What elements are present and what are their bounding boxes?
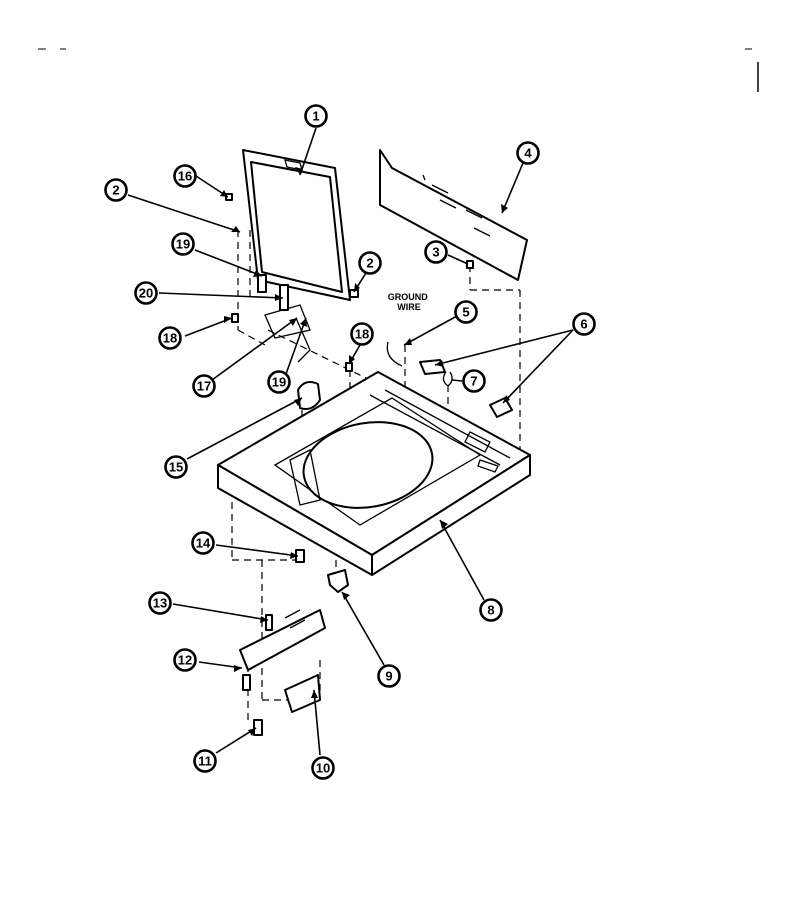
- screw-part-3: [466, 260, 474, 269]
- callout-1: 1: [304, 104, 328, 128]
- svg-text:5: 5: [462, 305, 469, 320]
- ground-wire-part: [386, 341, 403, 367]
- svg-text:9: 9: [385, 669, 392, 684]
- callout-10: 10: [311, 756, 335, 780]
- svg-text:7: 7: [470, 374, 477, 389]
- callout-12: 12: [173, 648, 197, 672]
- ground-wire-label: GROUND WIRE: [388, 292, 431, 312]
- lid-switch-part: [297, 381, 321, 410]
- svg-text:12: 12: [178, 653, 192, 668]
- svg-text:2: 2: [366, 256, 373, 271]
- screw-part-18-right: [345, 362, 353, 372]
- svg-text:20: 20: [139, 286, 153, 301]
- clip-part-7: [442, 371, 453, 387]
- console-panel-part: [379, 149, 528, 281]
- svg-text:10: 10: [316, 761, 330, 776]
- callout-5: 5: [454, 300, 478, 324]
- hinge-pin-part: [279, 284, 289, 311]
- svg-text:3: 3: [432, 245, 439, 260]
- svg-text:6: 6: [580, 317, 587, 332]
- leader-lines: [127, 127, 574, 756]
- screw-part-16: [225, 193, 233, 201]
- callout-17: 17: [192, 374, 216, 398]
- screw-part-11: [253, 719, 263, 736]
- svg-text:1: 1: [312, 109, 319, 124]
- callout-6: 6: [572, 312, 596, 336]
- svg-text:13: 13: [153, 596, 167, 611]
- svg-text:19: 19: [272, 375, 286, 390]
- callout-8: 8: [479, 598, 503, 622]
- bracket-part-10: [284, 674, 321, 713]
- hinge-part: [264, 304, 311, 363]
- callout-13: 13: [148, 591, 172, 615]
- top-cover-part: [217, 371, 531, 576]
- callout-16: 16: [173, 164, 197, 188]
- callout-15: 15: [164, 455, 188, 479]
- svg-text:11: 11: [198, 754, 212, 769]
- scan-artifacts: [38, 48, 759, 92]
- bracket-part-12: [239, 609, 326, 691]
- svg-text:17: 17: [197, 379, 211, 394]
- callout-9: 9: [377, 664, 401, 688]
- svg-text:8: 8: [487, 603, 494, 618]
- callout-18-left: 18: [158, 326, 182, 350]
- svg-text:16: 16: [178, 169, 192, 184]
- callout-3: 3: [424, 240, 448, 264]
- callout-19-upper: 19: [171, 232, 195, 256]
- callout-2-left: 2: [104, 178, 128, 202]
- callout-4: 4: [516, 141, 540, 165]
- svg-text:4: 4: [524, 146, 532, 161]
- callout-19-lower: 19: [267, 370, 291, 394]
- svg-text:18: 18: [163, 331, 177, 346]
- callout-2-right: 2: [358, 251, 382, 275]
- lid-part: [242, 149, 351, 301]
- callout-11: 11: [193, 749, 217, 773]
- leader-arrowheads: [220, 167, 510, 736]
- screw-part-13: [265, 614, 273, 631]
- callout-20: 20: [134, 281, 158, 305]
- foot-part: [327, 569, 349, 593]
- svg-text:14: 14: [196, 536, 211, 551]
- svg-text:2: 2: [112, 183, 119, 198]
- callout-7: 7: [462, 369, 486, 393]
- plate-part-lower: [489, 397, 513, 418]
- callout-14: 14: [191, 531, 215, 555]
- callout-18-right: 18: [350, 322, 374, 346]
- screw-part-18-left: [231, 313, 239, 323]
- clip-part-upper: [257, 274, 267, 293]
- svg-text:18: 18: [355, 327, 369, 342]
- svg-text:15: 15: [169, 460, 183, 475]
- svg-text:19: 19: [176, 237, 190, 252]
- screw-part-14: [295, 549, 305, 563]
